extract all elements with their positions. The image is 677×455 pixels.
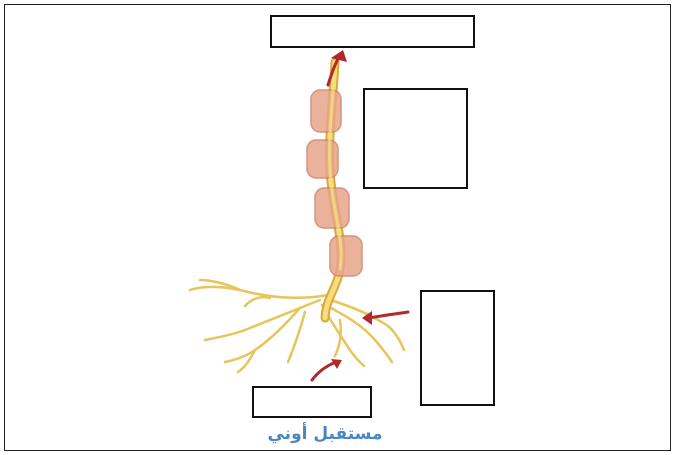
arrow-left: [368, 312, 408, 318]
label-box-top[interactable]: [270, 15, 475, 48]
myelin-segment: [311, 90, 341, 132]
label-box-dendrites[interactable]: [420, 290, 495, 406]
label-box-myelin[interactable]: [363, 88, 468, 189]
caption-row: مستقبل أوني: [0, 424, 677, 450]
myelin-segment: [330, 236, 362, 276]
dendrites: [190, 280, 404, 372]
arrow-bottom: [312, 362, 336, 380]
myelin-segment: [307, 140, 338, 178]
label-box-bottom[interactable]: [252, 386, 372, 418]
caption-text: مستقبل أوني: [240, 424, 410, 444]
